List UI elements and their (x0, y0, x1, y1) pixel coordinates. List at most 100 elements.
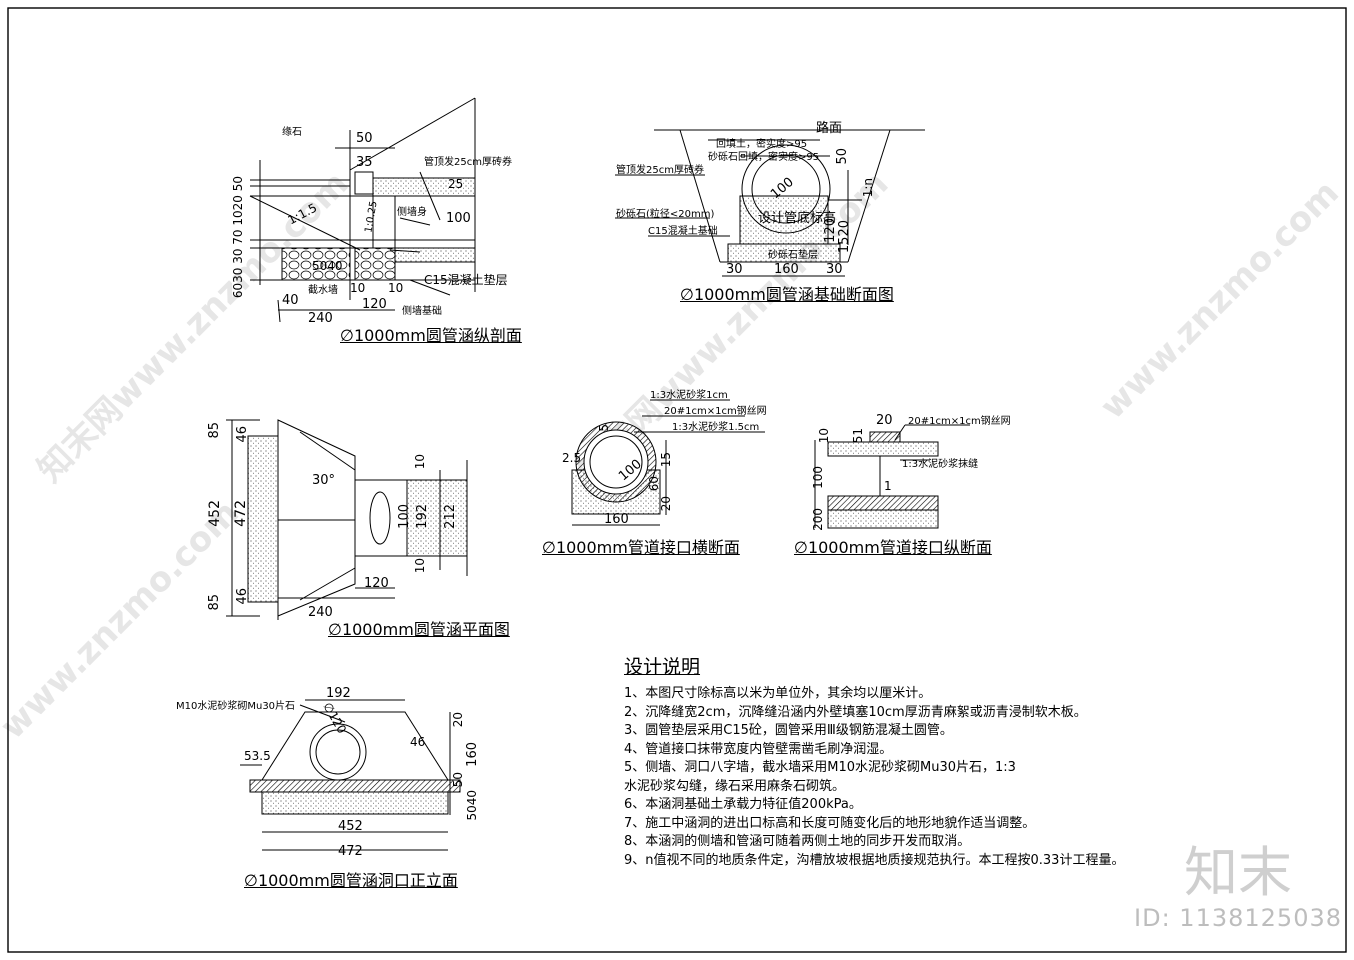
dim-p-212: 212 (443, 504, 458, 529)
title-plan: ∅1000mm圆管涵平面图 (328, 620, 510, 639)
dim-e-472: 472 (338, 844, 363, 859)
dim-p-472: 472 (233, 500, 249, 527)
label-gravel-cushion: 砂砾石垫层 (768, 250, 818, 261)
label-c15-cushion: C15混凝土垫层 (424, 273, 508, 287)
note-item: 9、n值视不同的地质条件定，沟槽放坡根据地质接规范执行。本工程按0.33计工程量… (624, 852, 1125, 868)
dim-100: 100 (446, 211, 471, 226)
dim-e-5040: 5040 (465, 790, 479, 821)
dim-p-10b: 10 (413, 558, 427, 574)
dim-p-30deg: 30° (312, 473, 336, 488)
sheet-border (7, 7, 1347, 953)
dim-10b: 10 (388, 281, 404, 295)
dim-f-160: 160 (774, 262, 799, 277)
dim-f-1520: 1520 (837, 220, 852, 254)
longitudinal-section (249, 97, 476, 323)
title-joint-cross: ∅1000mm管道接口横断面 (542, 538, 740, 557)
dim-10a: 10 (350, 281, 366, 295)
dim-25: 25 (448, 177, 464, 191)
dim-jc-15: 15 (659, 452, 673, 468)
dim-p-46a: 46 (235, 426, 250, 443)
dim-p-240: 240 (308, 605, 333, 620)
label-mortar-1cm: 1:3水泥砂浆1cm (650, 390, 728, 401)
dim-jl-10: 10 (817, 428, 831, 444)
dim-jc-5: 5 (597, 424, 611, 432)
dim-p-10a: 10 (413, 454, 427, 470)
label-gravel: 砂砾石(粒径<20mm) (616, 209, 715, 220)
note-item: 4、管道接口抹带宽度内管壁需凿毛刷净润湿。 (624, 741, 893, 757)
dim-jl-100: 100 (811, 466, 825, 489)
dim-jc-160: 160 (604, 512, 629, 527)
brand-logo: 知末 (1184, 841, 1292, 904)
dim-p-46b: 46 (235, 588, 250, 605)
dim-jc-60: 60 (647, 476, 661, 492)
label-road: 路面 (816, 121, 843, 136)
dim-40: 40 (282, 293, 299, 308)
dim-5040: 5040 (312, 259, 343, 273)
title-joint-long: ∅1000mm管道接口纵断面 (794, 538, 992, 557)
dim-e-20: 20 (451, 712, 465, 728)
label-mortar-joint: 1:3水泥砂浆抹缝 (902, 459, 979, 470)
label-design-elev: 设计管底标高 (758, 211, 837, 226)
note-item: 5、侧墙、洞口八字墙，截水墙采用M10水泥砂浆砌Mu30片石，1:3 (624, 760, 1016, 775)
note-item: 7、施工中涵洞的进出口标高和长度可随变化后的地形地貌作适当调整。 (624, 815, 1036, 831)
design-notes: 设计说明 1、本图尺寸除标高以米为单位外，其余均以厘米计。 2、沉降缝宽2cm，… (624, 652, 1124, 870)
dim-p-100: 100 (397, 504, 412, 529)
note-item: 水泥砂浆勾缝，缘石采用麻条石砌筑。 (624, 778, 846, 794)
dim-jl-200: 200 (811, 508, 825, 531)
note-item: 3、圆管垫层采用C15砼，圆管采用Ⅲ级钢筋混凝土圆管。 (624, 723, 953, 738)
dim-e-46: 46 (410, 735, 426, 749)
dim-50: 50 (356, 131, 373, 146)
joint-cross-section (571, 399, 765, 526)
note-item: 1、本图尺寸除标高以米为单位外，其余均以厘米计。 (624, 686, 932, 701)
dim-jl-20: 20 (876, 413, 893, 428)
label-top-cover-2: 管顶发25cm厚砖券 (616, 165, 704, 176)
label-side-wall: 侧墙身 (397, 207, 427, 218)
note-item: 6、本涵洞基础土承载力特征值200kPa。 (624, 797, 862, 812)
dim-left-stack: 6030 30 70 1020 50 (231, 176, 245, 299)
dim-p-192: 192 (415, 504, 430, 529)
foundation-section (615, 129, 925, 277)
label-wall-foundation: 侧墙基础 (402, 306, 442, 317)
note-item: 8、本涵洞的侧墙和管涵可随着两侧土地的同步开发而取消。 (624, 834, 971, 849)
dim-f-120: 120 (823, 218, 838, 243)
label-mesh-long: 20#1cm×1cm钢丝网 (908, 416, 1011, 427)
dim-p-452: 452 (207, 500, 223, 527)
title-foundation: ∅1000mm圆管涵基础断面图 (680, 285, 894, 304)
label-top-cover: 管顶发25cm厚砖券 (424, 157, 512, 168)
dim-f-30b: 30 (826, 262, 843, 277)
dim-35: 35 (356, 155, 373, 170)
dim-jl-51: 51 (851, 428, 865, 444)
dim-240: 240 (308, 311, 333, 326)
label-mortar-15cm: 1:3水泥砂浆1.5cm (672, 422, 760, 433)
plan-view (226, 419, 468, 620)
label-mesh-cross: 20#1cm×1cm钢丝网 (664, 406, 767, 417)
label-cutoff-wall: 截水墙 (308, 285, 338, 296)
dim-f-50: 50 (835, 148, 850, 165)
dim-p-85b: 85 (207, 594, 222, 611)
label-backfill: 回填土，密实度>95 (716, 139, 808, 150)
dim-jc-25: 2.5 (562, 451, 582, 465)
label-slope-n: 1:n (861, 178, 875, 198)
title-longitudinal: ∅1000mm圆管涵纵剖面 (340, 326, 522, 345)
title-elevation: ∅1000mm圆管涵洞口正立面 (244, 871, 458, 890)
dim-e-452: 452 (338, 819, 363, 834)
joint-longitudinal-section (814, 424, 970, 529)
dim-e-192: 192 (326, 686, 351, 701)
dim-e-53: 53.5 (244, 749, 271, 763)
document-id: ID: 1138125038 (1134, 904, 1342, 932)
notes-heading: 设计说明 (624, 656, 701, 678)
dim-120: 120 (362, 297, 387, 312)
label-edge-stone: 缘石 (282, 127, 302, 138)
dim-p-120: 120 (364, 576, 389, 591)
label-masonry: M10水泥砂浆砌Mu30片石 (176, 701, 296, 712)
label-gravel-fill: 砂砾石回填，密实度>95 (708, 152, 820, 163)
dim-p-85a: 85 (207, 422, 222, 439)
note-item: 2、沉降缝宽2cm，沉降缝沿涵内外壁填塞10cm厚沥青麻絮或沥青浸制软木板。 (624, 704, 1087, 720)
opening-elevation (240, 699, 461, 851)
dim-e-160: 160 (465, 742, 480, 767)
dim-jl-1: 1 (884, 479, 892, 493)
dim-jc-20: 20 (659, 496, 673, 512)
dim-f-30a: 30 (726, 262, 743, 277)
